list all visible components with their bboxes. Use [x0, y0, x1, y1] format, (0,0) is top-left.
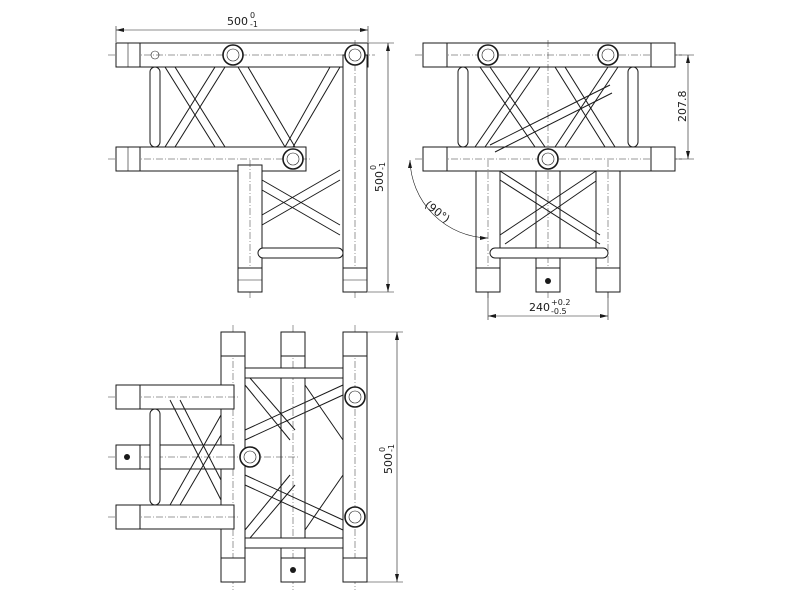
dim-240-value: 240 — [529, 301, 550, 314]
dim-angle-value: (90°) — [422, 198, 452, 226]
dim-240-tol-lower: -0.5 — [551, 307, 567, 316]
chord-node — [222, 44, 244, 66]
dim-height-tol-lower: -1 — [378, 162, 387, 170]
dim-bottom-height-value: 500 — [382, 453, 395, 474]
strut — [149, 66, 161, 148]
dim-width-value: 500 — [227, 15, 248, 28]
dim-bottom-tol-lower: -1 — [387, 444, 396, 452]
view-side: 207.8 (90°) 240 +0.2 -0.5 — [408, 40, 694, 320]
view-front: 500 0 -1 500 0 -1 — [108, 11, 394, 298]
dim-240-tol-upper: +0.2 — [551, 298, 570, 307]
dim-width-tol-lower: -1 — [250, 20, 258, 29]
chord-node — [282, 148, 304, 170]
dim-width-tol-upper: 0 — [250, 11, 255, 20]
strut — [257, 247, 344, 259]
chord-node — [344, 44, 366, 66]
angle-arc — [409, 159, 489, 239]
dim-height-tol-upper: 0 — [369, 165, 378, 170]
dim-bottom-tol-upper: 0 — [378, 447, 387, 452]
dim-207-value: 207.8 — [676, 91, 689, 123]
dim-height-value: 500 — [373, 171, 386, 192]
view-top: 500 0 -1 — [108, 325, 403, 590]
